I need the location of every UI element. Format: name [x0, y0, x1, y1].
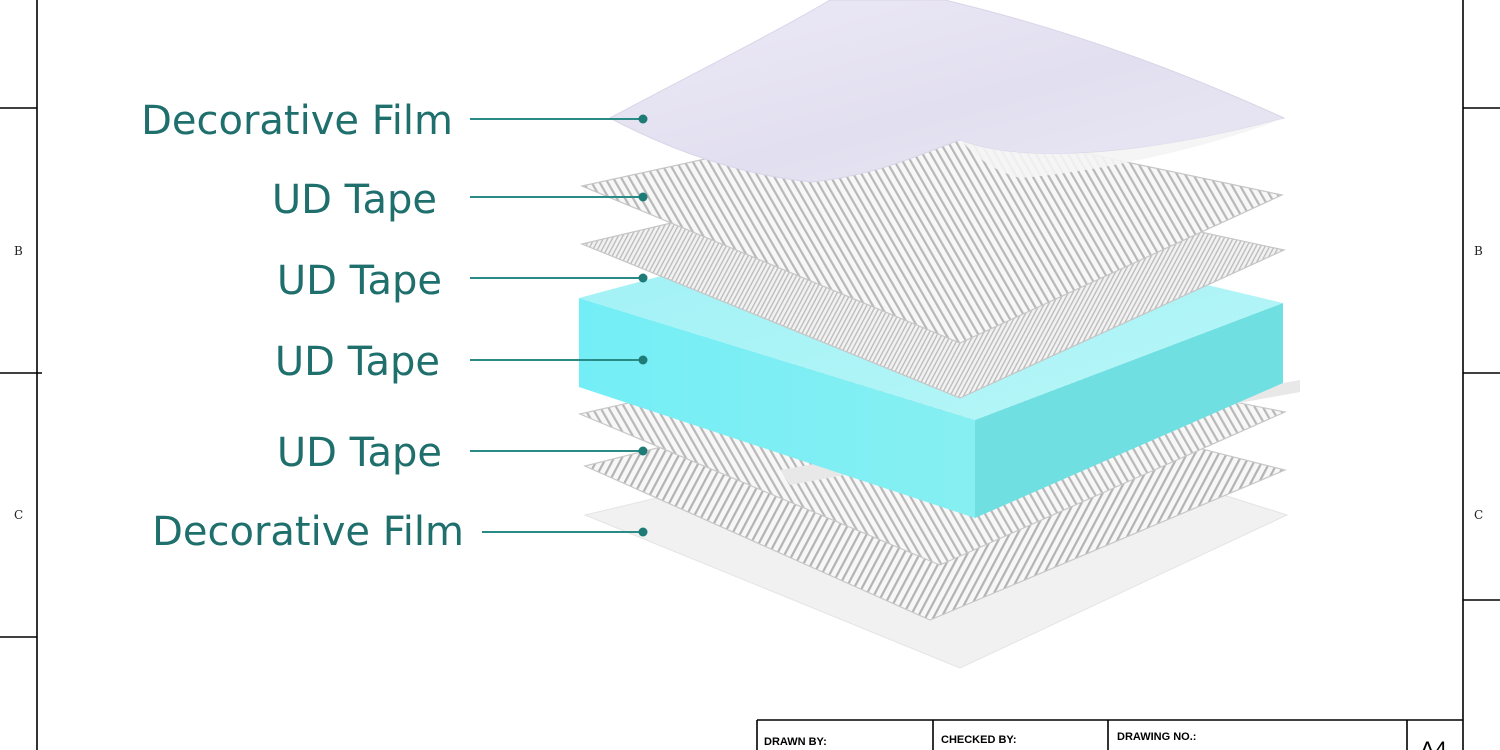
sheet-size-label: A4 [1420, 737, 1447, 750]
layer-stack [578, 0, 1300, 669]
top-film-sheet [608, 0, 1286, 183]
checked-by-label: CHECKED BY: [941, 734, 1017, 746]
foam-core-front [579, 298, 975, 518]
layer-label-ud-tape-4: UD Tape [277, 430, 442, 476]
title-block: DRAWN BY: CHECKED BY: DRAWING NO.: A4 [756, 719, 1463, 750]
foam-core-side [975, 303, 1283, 518]
layer-label-ud-tape-2: UD Tape [277, 258, 442, 304]
callouts: Decorative Film UD Tape UD Tape UD Tape … [141, 98, 648, 555]
layer-label-decorative-film-top: Decorative Film [141, 98, 453, 144]
leader-dot-2 [638, 192, 648, 202]
zone-letter-left-b: B [14, 244, 23, 258]
leader-dot-6 [638, 527, 648, 537]
top-film-curl-shadow [960, 118, 1284, 178]
drawing-no-label: DRAWING NO.: [1117, 731, 1196, 743]
zone-letter-right-b: B [1474, 244, 1483, 258]
layer-label-ud-tape-1: UD Tape [272, 177, 437, 223]
layer-label-ud-tape-3: UD Tape [275, 339, 440, 385]
leader-dot-3 [638, 273, 648, 283]
zone-letter-right-c: C [1474, 508, 1483, 522]
layer-label-decorative-film-bottom: Decorative Film [152, 509, 464, 555]
drawn-by-label: DRAWN BY: [764, 736, 827, 748]
leader-dot-1 [638, 114, 648, 124]
leader-dot-4 [638, 355, 648, 365]
zone-letter-left-c: C [14, 508, 23, 522]
leader-dot-5 [638, 446, 648, 456]
